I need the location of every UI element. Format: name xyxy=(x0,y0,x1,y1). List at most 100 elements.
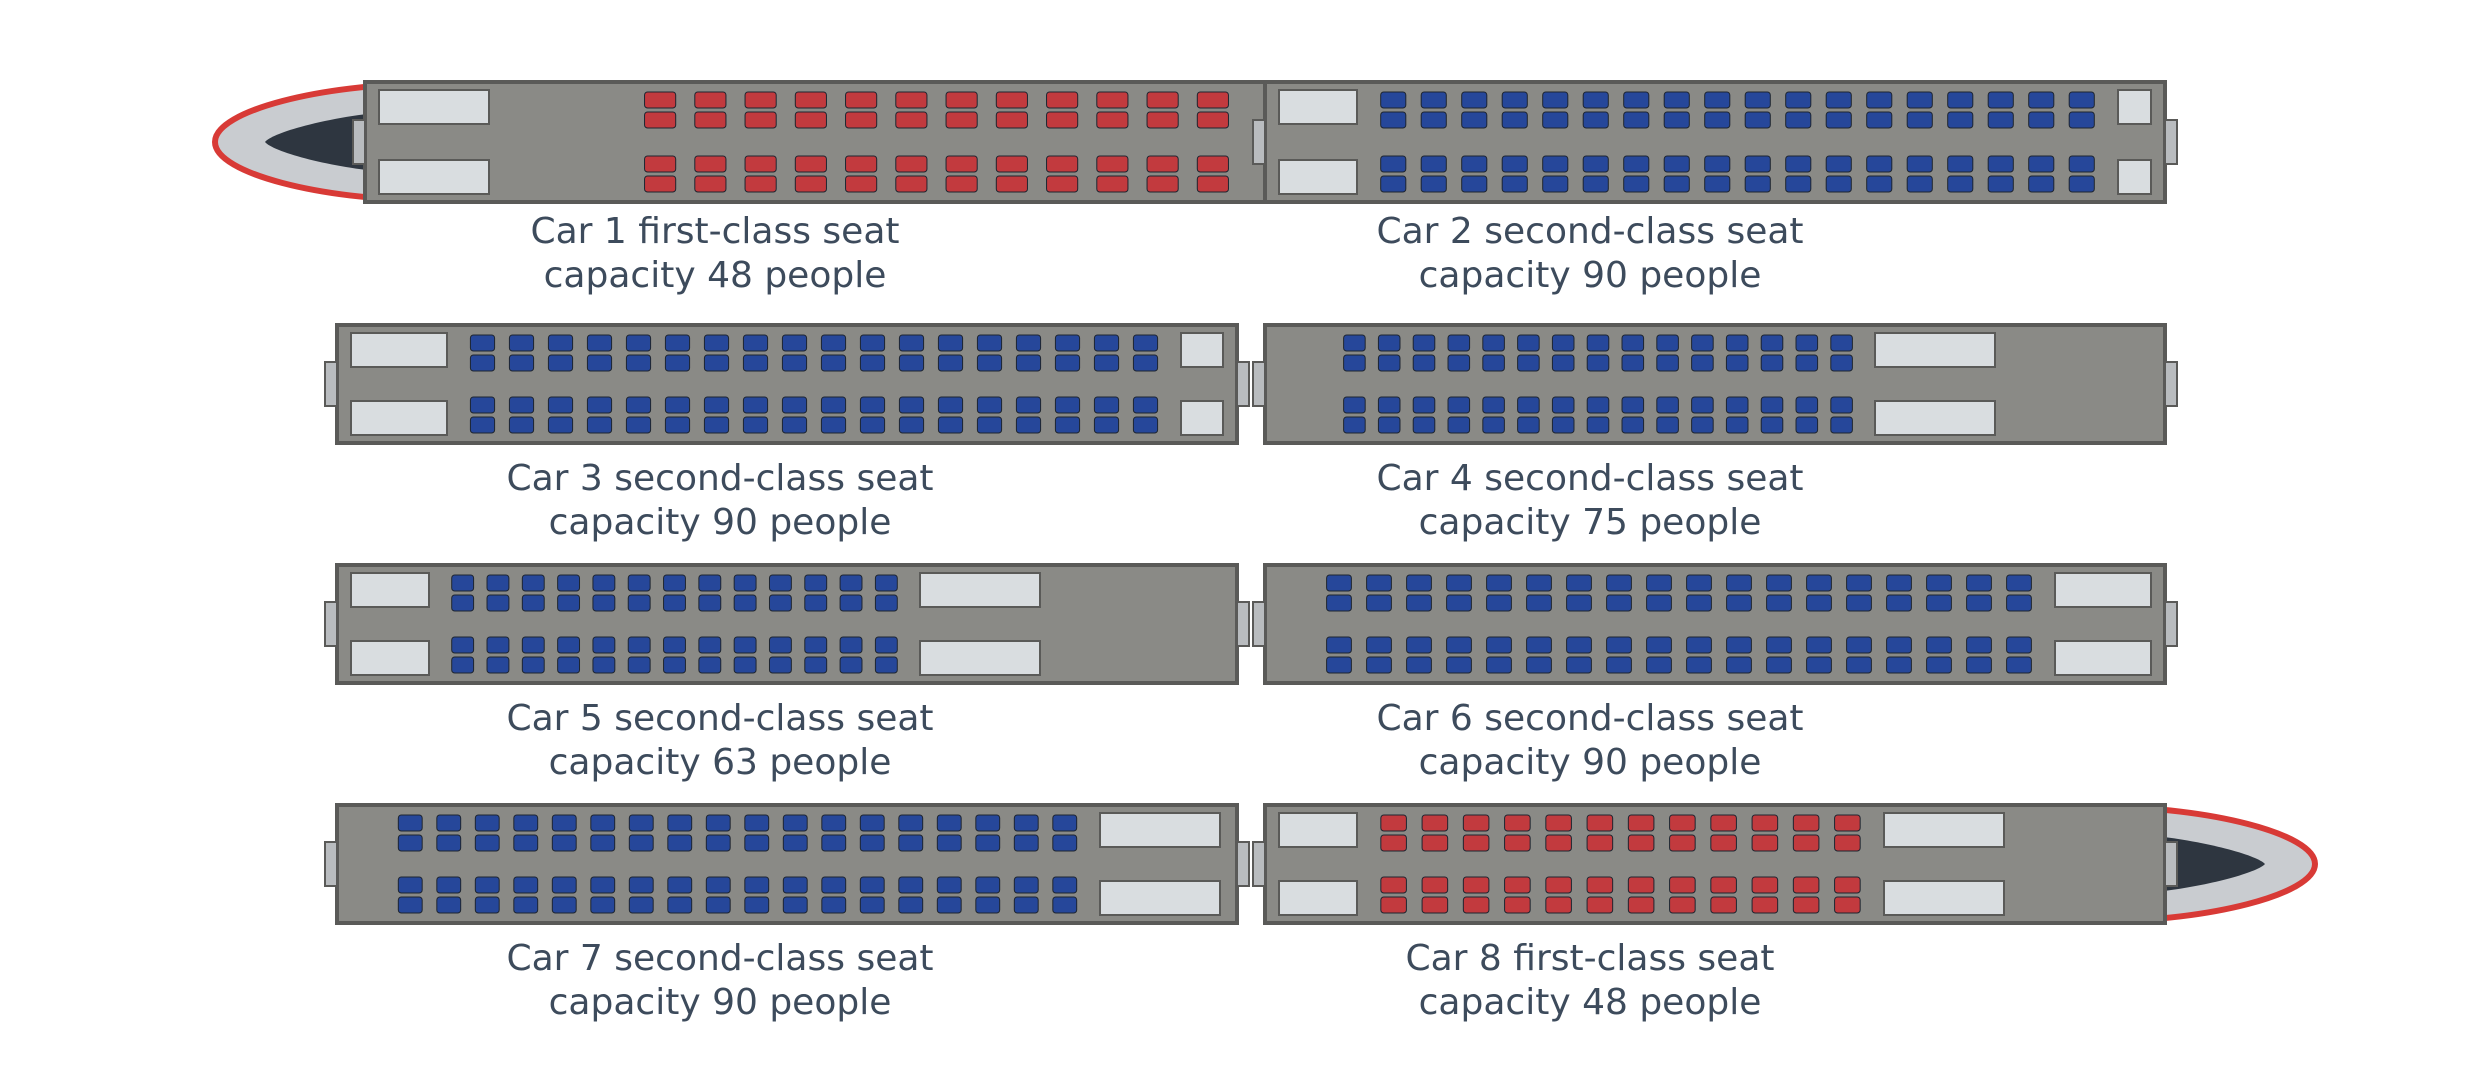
seat xyxy=(898,814,924,832)
seat xyxy=(436,876,462,894)
seat xyxy=(821,814,847,832)
seat xyxy=(1054,396,1081,414)
vestibule-block xyxy=(2117,159,2152,195)
seat xyxy=(703,354,730,372)
seat xyxy=(451,656,475,674)
seat xyxy=(703,334,730,352)
seat xyxy=(895,91,928,109)
seat xyxy=(1343,354,1366,372)
seat xyxy=(508,416,535,434)
seat xyxy=(1623,91,1650,109)
seat xyxy=(1582,91,1609,109)
seat xyxy=(1669,876,1696,894)
seat xyxy=(469,334,496,352)
seat xyxy=(782,814,808,832)
seat xyxy=(1760,334,1784,352)
car-3-title: Car 3 second-class seat xyxy=(506,458,934,499)
seat xyxy=(1545,814,1572,832)
seat xyxy=(744,175,777,193)
gangway-right xyxy=(1236,601,1250,647)
car-2-floorplan xyxy=(1252,80,2178,204)
seat xyxy=(874,636,898,654)
seat xyxy=(1343,416,1366,434)
seat xyxy=(821,876,847,894)
seat xyxy=(1646,656,1672,674)
seat xyxy=(1906,155,1933,173)
seat xyxy=(945,175,978,193)
seat xyxy=(1446,636,1472,654)
seat xyxy=(1380,814,1407,832)
seat xyxy=(1621,334,1645,352)
seat xyxy=(436,814,462,832)
seat xyxy=(742,396,769,414)
seat xyxy=(1691,334,1714,352)
seat xyxy=(1725,396,1749,414)
seat xyxy=(1380,111,1407,129)
seat xyxy=(397,814,423,832)
seat xyxy=(625,416,652,434)
seat xyxy=(804,594,828,612)
seat xyxy=(936,834,962,852)
seat xyxy=(1054,334,1081,352)
seat xyxy=(1825,155,1852,173)
seat xyxy=(1621,416,1645,434)
seat xyxy=(1834,896,1861,914)
seat xyxy=(1447,396,1471,414)
seat xyxy=(1545,876,1572,894)
toilet-block xyxy=(2054,572,2152,608)
seat xyxy=(1132,334,1159,352)
seat xyxy=(845,175,878,193)
gangway-left xyxy=(1252,841,1266,887)
seat xyxy=(694,155,727,173)
seat xyxy=(547,416,574,434)
seat xyxy=(1825,111,1852,129)
seat xyxy=(592,636,616,654)
seat xyxy=(397,834,423,852)
gangway-left xyxy=(324,601,338,647)
seat xyxy=(1013,834,1039,852)
seat xyxy=(859,416,886,434)
seat xyxy=(1326,574,1352,592)
seat xyxy=(1966,574,1992,592)
seat xyxy=(1987,111,2014,129)
seat xyxy=(1421,896,1449,914)
seat xyxy=(1760,396,1784,414)
seat xyxy=(664,416,691,434)
car-5-label: Car 5 second-class seat capacity 63 peop… xyxy=(460,697,980,785)
seat xyxy=(1096,155,1129,173)
seat xyxy=(705,896,731,914)
seat xyxy=(937,416,964,434)
seat xyxy=(521,594,545,612)
seat xyxy=(705,834,731,852)
seat xyxy=(1966,594,1992,612)
seat xyxy=(1542,111,1569,129)
seat xyxy=(1646,636,1672,654)
seat xyxy=(590,814,616,832)
seat xyxy=(1744,155,1771,173)
seat xyxy=(1785,91,1812,109)
seat xyxy=(547,396,574,414)
seat xyxy=(820,354,847,372)
seat xyxy=(1146,155,1179,173)
seat xyxy=(937,396,964,414)
seat xyxy=(895,155,928,173)
seat xyxy=(1586,416,1610,434)
seat xyxy=(1621,396,1645,414)
seat xyxy=(663,574,686,592)
seat xyxy=(469,354,496,372)
seat xyxy=(1380,155,1407,173)
seat xyxy=(1504,876,1531,894)
seat xyxy=(1566,636,1592,654)
seat xyxy=(874,594,898,612)
seat xyxy=(1380,91,1407,109)
seat xyxy=(1627,834,1655,852)
seat xyxy=(1377,396,1401,414)
gangway-left xyxy=(324,841,338,887)
seat xyxy=(474,896,500,914)
seat xyxy=(1792,814,1820,832)
seat xyxy=(895,111,928,129)
seat xyxy=(698,656,722,674)
seat xyxy=(1482,354,1505,372)
seat xyxy=(1830,396,1853,414)
seat xyxy=(1766,636,1792,654)
